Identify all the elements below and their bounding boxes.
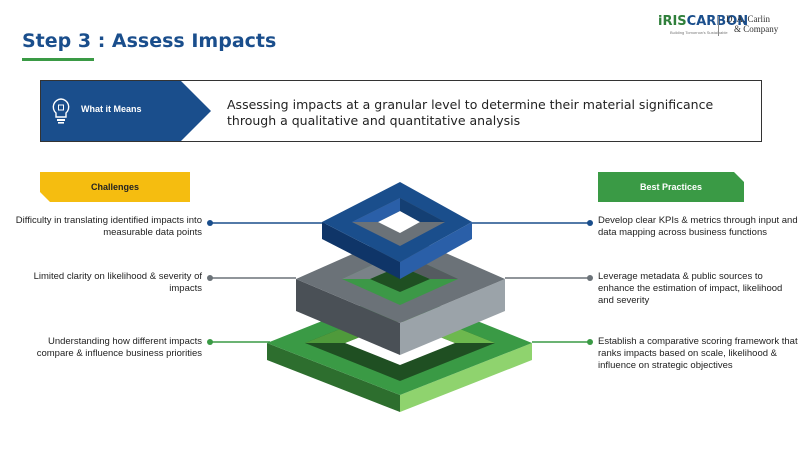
- challenge-item-3: Understanding how different impacts comp…: [36, 336, 202, 359]
- blue-frame: [322, 182, 472, 279]
- connector-dot-practice-1: [587, 220, 593, 226]
- lightbulb-icon: [52, 98, 70, 124]
- connector-dot-practice-2: [587, 275, 593, 281]
- what-it-means-banner: What it Means Assessing impacts at a gra…: [40, 80, 762, 142]
- connector-dot-challenge-1: [207, 220, 213, 226]
- banner-label: What it Means: [81, 104, 142, 114]
- page-title: Step 3 : Assess Impacts: [22, 30, 277, 52]
- best-practice-item-3: Establish a comparative scoring framewor…: [598, 336, 798, 371]
- challenges-header: Challenges: [40, 172, 190, 202]
- best-practices-header: Best Practices: [598, 172, 744, 202]
- best-practice-item-1: Develop clear KPIs & metrics through inp…: [598, 215, 798, 238]
- connector-dot-challenge-3: [207, 339, 213, 345]
- banner-label-arrow: What it Means: [41, 81, 211, 141]
- connector-dot-practice-3: [587, 339, 593, 345]
- logo-separator: [718, 16, 719, 36]
- challenge-item-2: Limited clarity on likelihood & severity…: [33, 271, 202, 294]
- banner-description: Assessing impacts at a granular level to…: [227, 97, 714, 128]
- challenge-item-1: Difficulty in translating identified imp…: [15, 215, 202, 238]
- connector-lines: [207, 220, 593, 345]
- best-practice-item-2: Leverage metadata & public sources to en…: [598, 271, 783, 306]
- title-underline: [22, 58, 94, 61]
- connector-dot-challenge-2: [207, 275, 213, 281]
- iriscarbon-tagline: Building Tomorrow's Sustainable: [670, 30, 728, 35]
- iriscarbon-wordmark: iRISCARBON: [658, 14, 748, 29]
- dacarlin-logo: D. A. Carlin & Company: [726, 14, 779, 34]
